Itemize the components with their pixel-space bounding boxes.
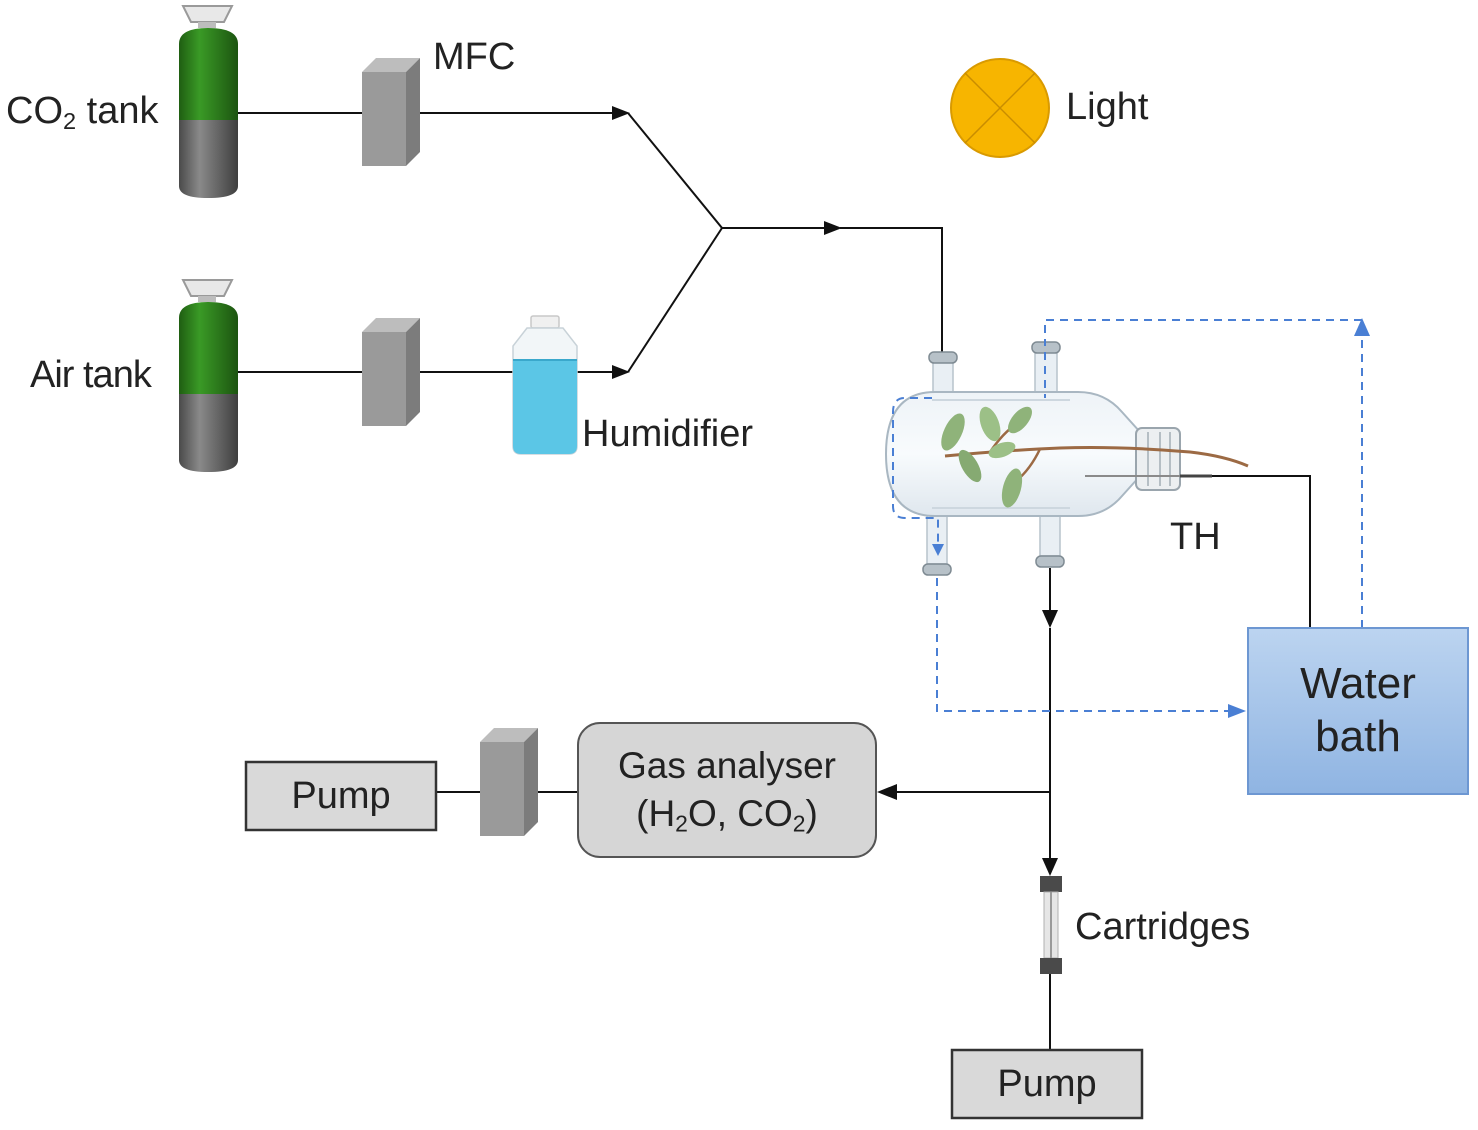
co2-tank-label-prefix: CO xyxy=(6,90,63,132)
pump-bottom xyxy=(950,1048,1144,1120)
flow-arrows xyxy=(612,106,1058,876)
gas-analyser-line2-c: ) xyxy=(805,793,818,834)
co2-tank xyxy=(179,5,238,198)
plant-chamber xyxy=(884,341,1249,576)
th-label: TH xyxy=(1170,516,1221,558)
water-arrows xyxy=(932,318,1370,718)
mfc-air xyxy=(362,318,420,426)
mfc-label: MFC xyxy=(433,36,516,78)
water-circulation-lines xyxy=(892,319,1363,712)
cartridges-label: Cartridges xyxy=(1075,906,1251,948)
air-tank xyxy=(179,279,238,472)
mfc-co2 xyxy=(362,58,420,166)
water-bath xyxy=(1247,627,1469,795)
gas-lines xyxy=(238,112,1311,1050)
co2-tank-label-subscript: 2 xyxy=(63,107,77,134)
pump-bottom-label: Pump xyxy=(997,1062,1097,1105)
co2-tank-label-suffix: tank xyxy=(76,90,159,132)
gas-analyser-label-line1: Gas analyser xyxy=(618,744,836,786)
humidifier-bottle xyxy=(512,315,578,455)
light-icon xyxy=(950,58,1050,158)
water-bath-label-line2: bath xyxy=(1315,712,1401,761)
pump-left-label: Pump xyxy=(291,774,391,817)
pump-left xyxy=(244,760,438,832)
gas-analyser-line2-sub1: 2 xyxy=(675,810,688,837)
gas-analyser-label: Gas analyser (H2O, CO2) xyxy=(578,723,876,857)
humidifier-label: Humidifier xyxy=(582,413,754,455)
cartridge xyxy=(1040,876,1062,974)
water-bath-label: Water bath xyxy=(1248,628,1468,794)
gas-analyser-line2-a: (H xyxy=(636,793,676,834)
water-bath-label-line1: Water xyxy=(1300,659,1416,709)
light-label: Light xyxy=(1066,86,1149,128)
co2-tank-label: CO2 tank xyxy=(6,90,159,133)
gas-analyser-line2-b: O, CO xyxy=(687,793,793,834)
mfc-analyser xyxy=(480,728,538,836)
air-tank-label: Air tank xyxy=(30,354,152,396)
gas-analyser-line2-sub2: 2 xyxy=(792,810,806,837)
gas-analyser-label-line2: (H2O, CO2) xyxy=(636,790,818,838)
gas-analyser xyxy=(577,722,877,858)
